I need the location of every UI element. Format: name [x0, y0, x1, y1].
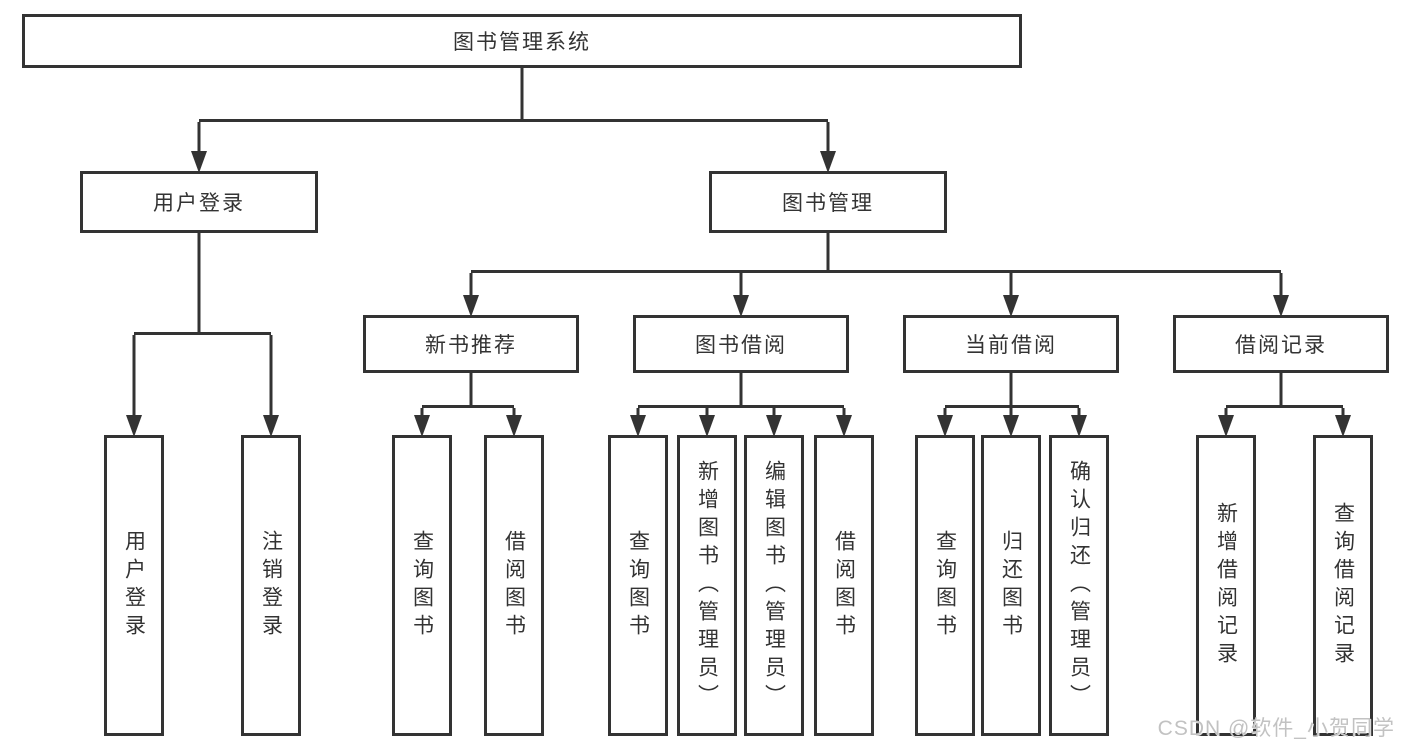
leaf-label: 查询图书	[626, 529, 650, 642]
watermark: CSDN @软件_小贺同学	[1157, 717, 1395, 740]
leaf-label: 编辑图书（管理员）	[762, 459, 786, 712]
leaf-query-book: 查询图书	[915, 435, 975, 736]
leaf-borrow-book: 借阅图书	[484, 435, 544, 736]
leaf-label: 新增图书（管理员）	[695, 459, 719, 712]
node-current-borrow: 当前借阅	[903, 315, 1119, 373]
node-label: 新书推荐	[425, 334, 517, 357]
leaf-confirm-return-admin: 确认归还（管理员）	[1049, 435, 1109, 736]
node-library-management-system: 图书管理系统	[22, 14, 1022, 68]
leaf-add-book-admin: 新增图书（管理员）	[677, 435, 737, 736]
node-label: 借阅记录	[1235, 334, 1327, 357]
leaf-label: 新增借阅记录	[1214, 501, 1238, 670]
leaf-return-book: 归还图书	[981, 435, 1041, 736]
leaf-label: 注销登录	[259, 529, 283, 642]
leaf-label: 用户登录	[122, 529, 146, 642]
node-user-login: 用户登录	[80, 171, 318, 233]
node-label: 图书管理系统	[453, 31, 591, 54]
leaf-user-login: 用户登录	[104, 435, 164, 736]
arrowheads	[126, 151, 1351, 437]
leaf-label: 借阅图书	[502, 529, 526, 642]
leaf-label: 确认归还（管理员）	[1067, 459, 1091, 712]
node-label: 当前借阅	[965, 334, 1057, 357]
node-new-book-recommend: 新书推荐	[363, 315, 579, 373]
tree-edges	[132, 68, 1345, 417]
leaf-label: 查询图书	[410, 529, 434, 642]
leaf-label: 查询借阅记录	[1331, 501, 1355, 670]
node-book-borrow: 图书借阅	[633, 315, 849, 373]
leaf-label: 查询图书	[933, 529, 957, 642]
node-book-management: 图书管理	[709, 171, 947, 233]
leaf-query-borrow-record: 查询借阅记录	[1313, 435, 1373, 736]
leaf-borrow-book: 借阅图书	[814, 435, 874, 736]
node-label: 图书管理	[782, 192, 874, 215]
node-label: 图书借阅	[695, 334, 787, 357]
leaf-query-book: 查询图书	[608, 435, 668, 736]
leaf-query-book: 查询图书	[392, 435, 452, 736]
leaf-label: 借阅图书	[832, 529, 856, 642]
node-label: 用户登录	[153, 192, 245, 215]
leaf-add-borrow-record: 新增借阅记录	[1196, 435, 1256, 736]
node-borrow-record: 借阅记录	[1173, 315, 1389, 373]
leaf-label: 归还图书	[999, 529, 1023, 642]
leaf-logout: 注销登录	[241, 435, 301, 736]
leaf-edit-book-admin: 编辑图书（管理员）	[744, 435, 804, 736]
